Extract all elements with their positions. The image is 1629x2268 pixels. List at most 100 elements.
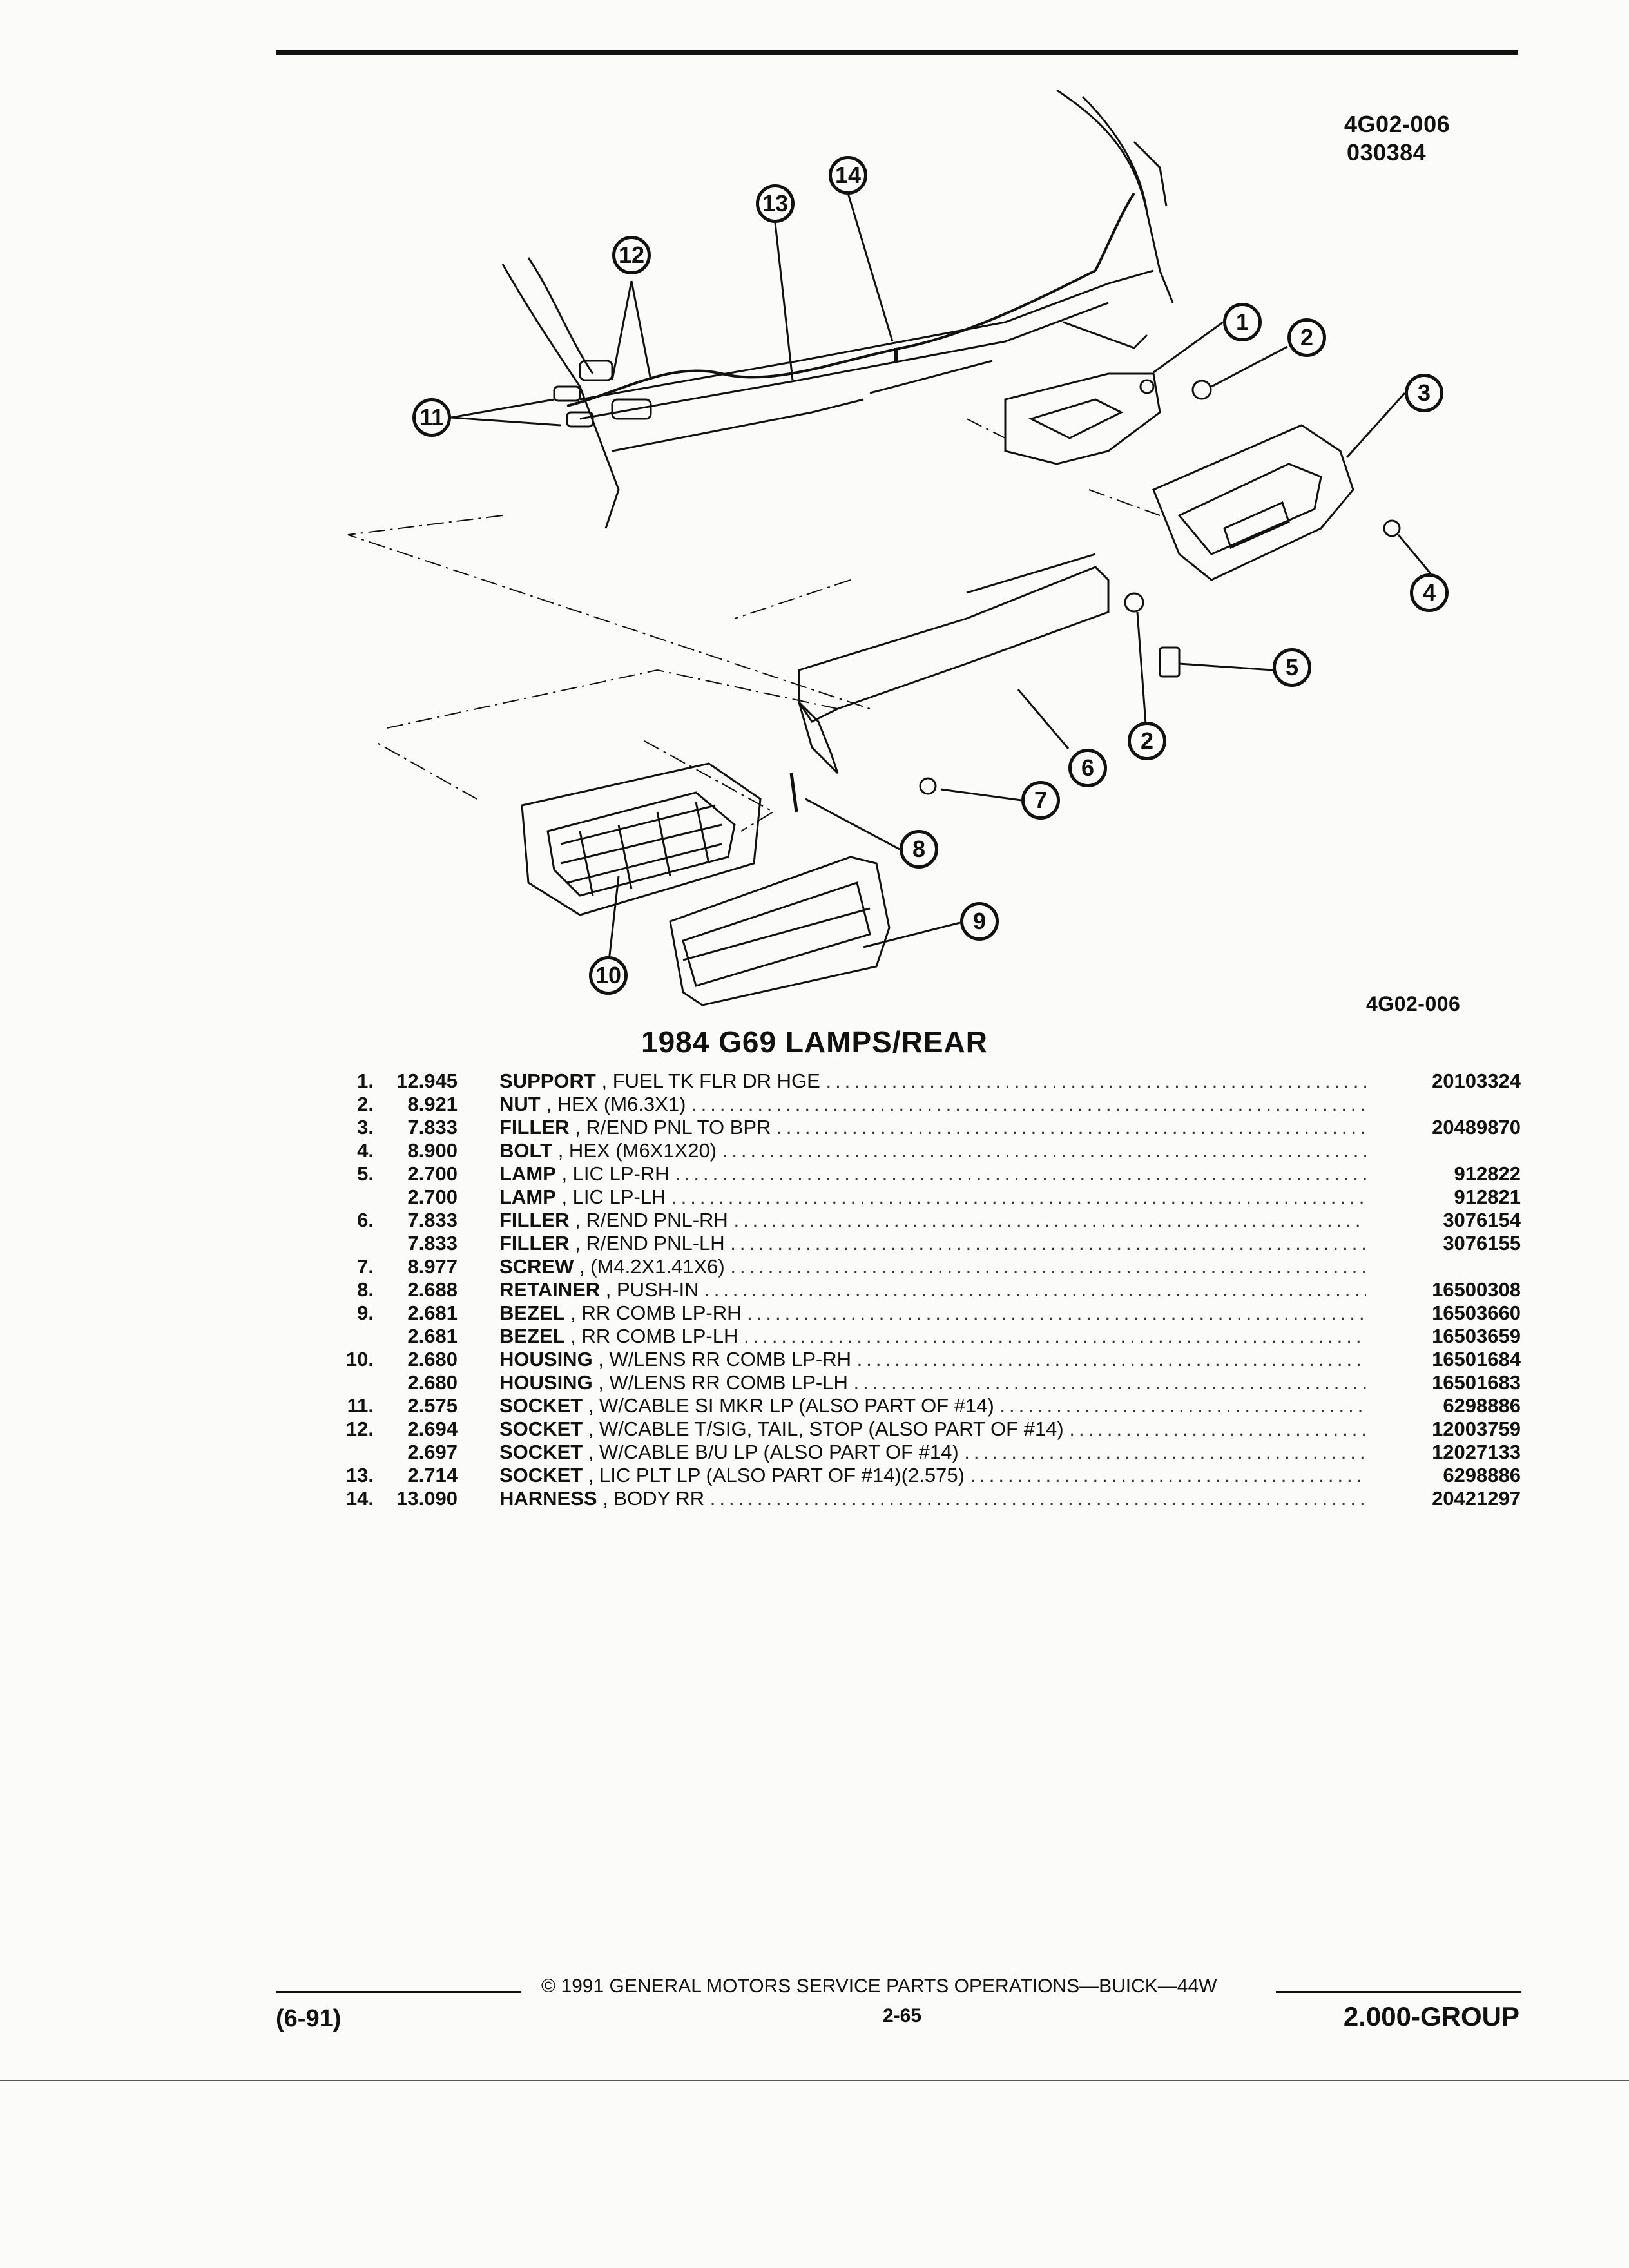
callout-13: 13 [756, 184, 795, 223]
top-rule [276, 50, 1518, 55]
part-number: 6298886 [1443, 1464, 1521, 1486]
part-number: 3076155 [1443, 1232, 1521, 1254]
part-name: HARNESS [499, 1487, 597, 1510]
part-detail: , R/END PNL-LH [575, 1232, 725, 1254]
leader-dots: ........................................… [1069, 1418, 1366, 1440]
leader-dots: ........................................… [671, 1186, 1366, 1208]
leader-dots: ........................................… [970, 1464, 1366, 1486]
item-number: 2. [357, 1093, 374, 1115]
callout-5: 5 [1273, 648, 1311, 687]
parts-row: 8. 2.688 RETAINER , PUSH-IN ..............… [335, 1278, 1521, 1302]
callout-6: 6 [1068, 749, 1107, 787]
part-description: FILLER , R/END PNL-LH ..................… [499, 1232, 1366, 1255]
drawing-date: 030384 [1347, 139, 1427, 166]
catalog-code: 7.833 [407, 1116, 458, 1139]
part-number: 20489870 [1432, 1116, 1521, 1139]
part-description: FILLER , R/END PNL-RH ..................… [499, 1209, 1366, 1232]
leader-dots: ........................................… [743, 1325, 1366, 1347]
part-detail: , W/CABLE SI MKR LP (ALSO PART OF #14) [588, 1394, 994, 1417]
parts-row: 14. 13.090 HARNESS , BODY RR .............… [335, 1487, 1521, 1510]
part-description: NUT , HEX (M6.3X1) .....................… [499, 1093, 1366, 1116]
page-title: 1984 G69 LAMPS/REAR [641, 1025, 988, 1059]
item-number: 1. [357, 1070, 374, 1092]
drawing-id-bottom: 4G02-006 [1366, 992, 1461, 1015]
leader-dots: ........................................… [730, 1255, 1366, 1278]
part-detail: , LIC PLT LP (ALSO PART OF #14)(2.575) [588, 1464, 965, 1486]
catalog-code: 7.833 [407, 1209, 458, 1231]
catalog-code: 2.694 [407, 1418, 458, 1440]
part-name: SUPPORT [499, 1070, 596, 1092]
part-description: LAMP , LIC LP-LH .......................… [499, 1186, 1366, 1209]
part-name: LAMP [499, 1186, 556, 1208]
part-number: 16501684 [1432, 1348, 1521, 1370]
item-number: 8. [357, 1278, 374, 1301]
part-name: SOCKET [499, 1441, 583, 1463]
part-description: BOLT , HEX (M6X1X20) ...................… [499, 1139, 1366, 1162]
part-description: RETAINER , PUSH-IN .....................… [499, 1278, 1366, 1302]
leader-dots: ........................................… [691, 1093, 1366, 1115]
part-description: SOCKET , W/CABLE B/U LP (ALSO PART OF #1… [499, 1441, 1366, 1464]
catalog-code: 2.681 [407, 1302, 458, 1324]
callout-14: 14 [829, 156, 867, 195]
part-description: HARNESS , BODY RR ......................… [499, 1487, 1366, 1510]
catalog-code: 12.945 [396, 1070, 458, 1092]
part-name: FILLER [499, 1232, 570, 1254]
catalog-code: 7.833 [407, 1232, 458, 1254]
part-detail: , W/LENS RR COMB LP-RH [598, 1348, 852, 1370]
leader-dots: ........................................… [964, 1441, 1366, 1463]
part-number: 16503659 [1432, 1325, 1521, 1347]
part-detail: , FUEL TK FLR DR HGE [601, 1070, 820, 1092]
catalog-code: 2.681 [407, 1325, 458, 1347]
part-name: HOUSING [499, 1348, 593, 1370]
part-detail: , LIC LP-RH [561, 1162, 670, 1185]
callout-4: 4 [1410, 573, 1449, 612]
item-number: 7. [357, 1255, 374, 1278]
leader-dots: ........................................… [825, 1070, 1366, 1092]
part-detail: , RR COMB LP-LH [570, 1325, 738, 1347]
part-detail: , BODY RR [602, 1487, 705, 1510]
part-detail: , W/LENS RR COMB LP-LH [598, 1371, 848, 1394]
part-description: SUPPORT , FUEL TK FLR DR HGE ...........… [499, 1070, 1366, 1093]
item-number: 11. [347, 1394, 374, 1417]
leader-dots: ........................................… [730, 1232, 1366, 1254]
catalog-code: 8.977 [407, 1255, 458, 1278]
part-detail: , R/END PNL TO BPR [575, 1116, 771, 1139]
footer-date: (6-91) [276, 2005, 342, 2032]
footer-rule-right [1276, 1991, 1521, 1993]
part-name: BOLT [499, 1139, 553, 1162]
leader-dots: ........................................… [733, 1209, 1366, 1231]
part-detail: , LIC LP-LH [561, 1186, 666, 1208]
catalog-code: 13.090 [396, 1487, 458, 1510]
callout-10: 10 [589, 956, 628, 995]
part-name: FILLER [499, 1209, 570, 1231]
part-detail: , PUSH-IN [605, 1278, 699, 1301]
part-number: 912821 [1454, 1186, 1521, 1208]
leader-dots: ........................................… [747, 1302, 1366, 1324]
item-number: 14. [345, 1487, 374, 1510]
part-number: 6298886 [1443, 1394, 1521, 1417]
catalog-code: 8.900 [407, 1139, 458, 1162]
parts-list: 1. 12.945 SUPPORT , FUEL TK FLR DR HGE ...… [335, 1070, 1521, 1510]
part-name: SCREW [499, 1255, 574, 1278]
exploded-parts-diagram [347, 89, 1432, 1006]
part-description: SOCKET , W/CABLE SI MKR LP (ALSO PART OF… [499, 1394, 1366, 1418]
part-number: 20103324 [1432, 1070, 1521, 1092]
catalog-code: 2.688 [407, 1278, 458, 1301]
part-name: SOCKET [499, 1464, 583, 1486]
item-number: 5. [357, 1162, 374, 1185]
callout-9: 9 [960, 902, 999, 941]
item-number: 4. [357, 1139, 374, 1162]
parts-row: 7.833 FILLER , R/END PNL-LH .............… [335, 1232, 1521, 1255]
part-number: 16500308 [1432, 1278, 1521, 1301]
part-description: HOUSING , W/LENS RR COMB LP-RH .........… [499, 1348, 1366, 1371]
footer-group: 2.000-GROUP [1343, 2001, 1519, 2032]
